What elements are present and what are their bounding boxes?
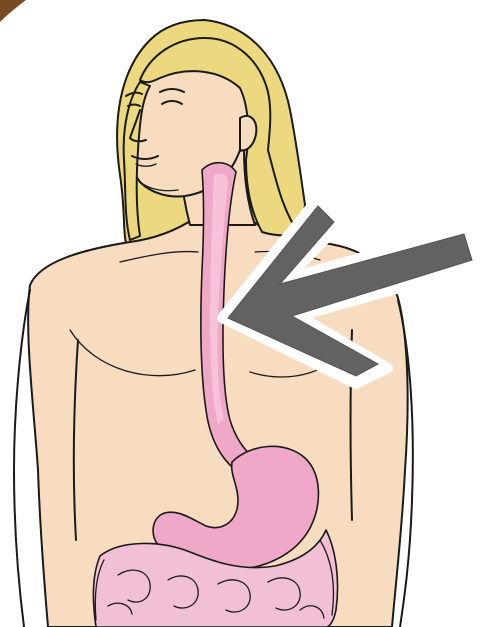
- illustration-canvas: [0, 0, 481, 627]
- anatomy-illustration: [0, 0, 481, 627]
